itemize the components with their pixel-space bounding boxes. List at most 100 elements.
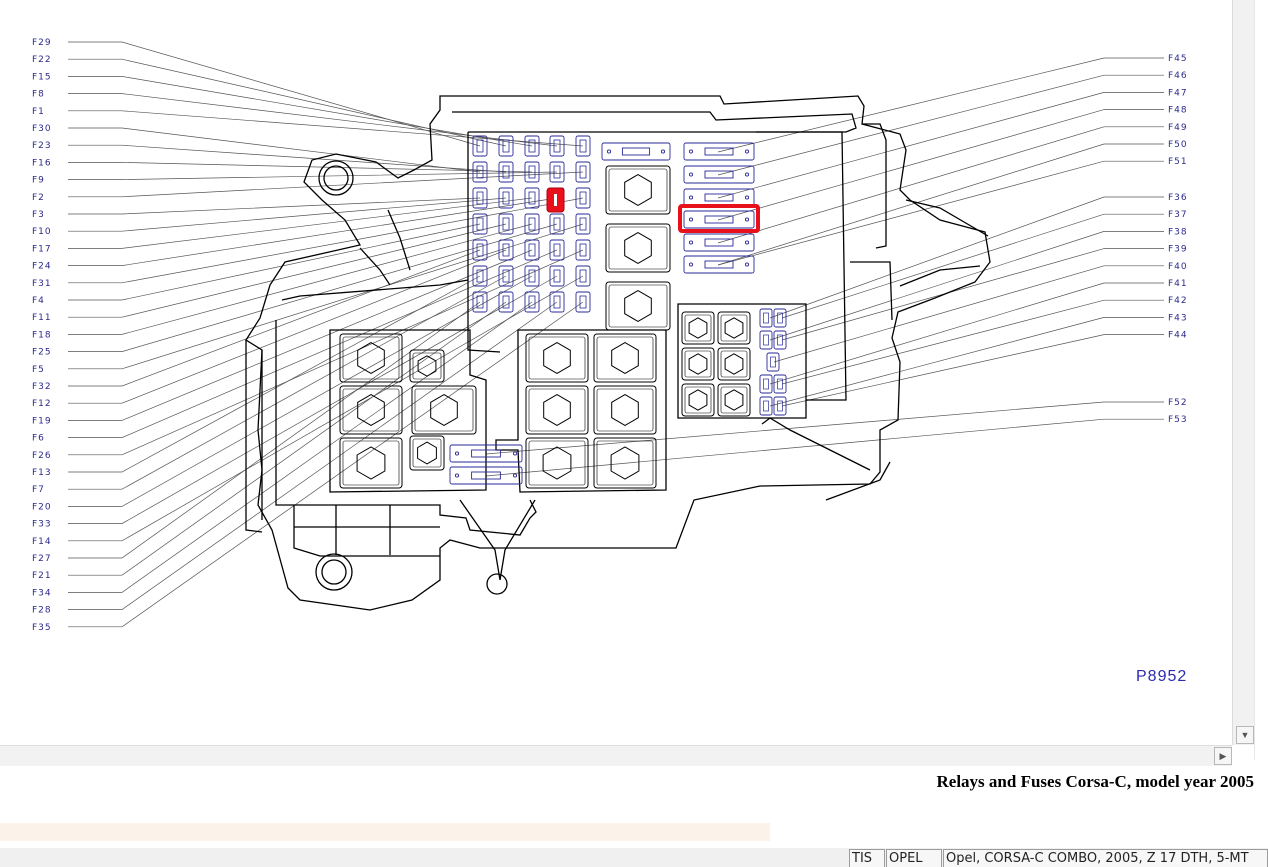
leader-line bbox=[485, 401, 1164, 455]
fuse-label: F6 bbox=[32, 434, 45, 444]
relay-inner bbox=[528, 440, 586, 486]
leader-line bbox=[781, 334, 1164, 407]
mini-fuse-blade bbox=[579, 165, 587, 179]
maxi-fuse bbox=[683, 255, 755, 274]
vertical-scrollbar[interactable]: ▼ bbox=[1232, 0, 1255, 745]
fuse-label: F29 bbox=[32, 38, 52, 48]
fuse-label: F11 bbox=[32, 313, 52, 323]
highlighted-maxi-fuse[interactable] bbox=[678, 204, 760, 233]
relay bbox=[593, 437, 657, 489]
relay bbox=[525, 437, 589, 489]
fuse-label: F22 bbox=[32, 55, 52, 65]
leader-line bbox=[68, 249, 481, 387]
maxi-fuse-blade bbox=[621, 147, 651, 156]
fuse-label: F45 bbox=[1168, 54, 1188, 64]
right-panel-edge bbox=[1254, 0, 1268, 760]
maxi-fuse-pin bbox=[744, 149, 750, 154]
fuse-label: F34 bbox=[32, 588, 52, 598]
relay bbox=[339, 333, 403, 383]
fuse-label: F25 bbox=[32, 348, 52, 358]
leader-line bbox=[68, 249, 533, 421]
fuse-label: F49 bbox=[1168, 123, 1188, 133]
mini-fuse-blade bbox=[553, 217, 561, 231]
leader-line bbox=[68, 76, 533, 147]
leader-line bbox=[68, 275, 533, 507]
mini-fuse bbox=[472, 135, 488, 157]
relay-hex bbox=[724, 389, 744, 411]
leader-line bbox=[68, 197, 481, 215]
relay-hex bbox=[724, 353, 744, 375]
maxi-fuse-blade bbox=[704, 238, 734, 247]
leader-line bbox=[68, 275, 507, 490]
leader-line bbox=[717, 57, 1164, 153]
mini-fuse bbox=[472, 239, 488, 261]
mini-fuse-blade bbox=[502, 217, 510, 231]
status-cell-system: TIS bbox=[849, 849, 885, 867]
fuse-label: F52 bbox=[1168, 398, 1188, 408]
maxi-fuse-pin bbox=[688, 149, 694, 154]
fuse-label: F39 bbox=[1168, 245, 1188, 255]
relay-hex bbox=[543, 342, 571, 374]
relay-hex bbox=[356, 446, 386, 480]
mini-fuse-blade bbox=[502, 295, 510, 309]
leader-line bbox=[68, 223, 481, 301]
leader-line bbox=[717, 92, 1164, 199]
mini-fuse-blade bbox=[579, 139, 587, 153]
status-cell-vehicle: Opel, CORSA-C COMBO, 2005, Z 17 DTH, 5-M… bbox=[943, 849, 1268, 867]
maxi-fuse-array bbox=[449, 142, 755, 485]
leader-line bbox=[68, 197, 558, 266]
leader-line bbox=[781, 248, 1164, 341]
scroll-right-icon[interactable]: ▶ bbox=[1214, 747, 1232, 765]
mini-fuse bbox=[524, 239, 540, 261]
maxi-fuse-pin bbox=[454, 473, 460, 478]
mini-fuse bbox=[472, 161, 488, 183]
mini-fuse-blade bbox=[502, 165, 510, 179]
relay-array bbox=[339, 165, 751, 489]
relay bbox=[605, 223, 671, 273]
maxi-fuse-pin bbox=[688, 262, 694, 267]
leader-line bbox=[68, 249, 507, 404]
leader-line bbox=[68, 144, 507, 173]
leader-line bbox=[769, 317, 1164, 407]
mini-fuse-blade bbox=[528, 269, 536, 283]
fuse-label: F3 bbox=[32, 210, 45, 220]
maxi-fuse-blade bbox=[471, 449, 501, 458]
relay bbox=[525, 333, 589, 383]
leader-line bbox=[68, 275, 558, 524]
fuse-label: F53 bbox=[1168, 415, 1188, 425]
leader-line bbox=[769, 196, 1164, 319]
leader-line bbox=[717, 109, 1164, 221]
mini-fuse-blade bbox=[579, 217, 587, 231]
mini-fuse bbox=[575, 265, 591, 287]
fuse-label: F4 bbox=[32, 296, 45, 306]
fuse-label: F37 bbox=[1168, 210, 1188, 220]
maxi-fuse-pin bbox=[744, 195, 750, 200]
fuse-label: F48 bbox=[1168, 106, 1188, 116]
mini-fuse bbox=[524, 161, 540, 183]
leader-line bbox=[769, 282, 1164, 385]
mini-fuse bbox=[549, 239, 565, 261]
fuse-label: F9 bbox=[32, 176, 45, 186]
relay-inner bbox=[412, 352, 442, 380]
maxi-fuse-pin bbox=[744, 240, 750, 245]
scroll-down-icon[interactable]: ▼ bbox=[1236, 726, 1254, 744]
fuse-label: F10 bbox=[32, 227, 52, 237]
horizontal-scrollbar[interactable]: ▶ bbox=[0, 745, 1232, 766]
fuse-label: F51 bbox=[1168, 157, 1188, 167]
relay-hex bbox=[610, 446, 640, 480]
leader-line bbox=[485, 418, 1164, 477]
relay-hex bbox=[624, 232, 652, 264]
mini-fuse bbox=[575, 161, 591, 183]
mini-fuse-blade bbox=[502, 139, 510, 153]
leader-line bbox=[769, 231, 1164, 341]
mini-fuse-blade bbox=[528, 165, 536, 179]
leader-line bbox=[68, 223, 558, 352]
mini-fuse bbox=[498, 213, 514, 235]
relay-inner bbox=[608, 284, 668, 328]
mini-fuse-blade bbox=[579, 243, 587, 257]
relay-inner bbox=[720, 350, 748, 378]
relay bbox=[411, 385, 477, 435]
fuse-labels: F29F22F15F8F1F30F23F16F9F2F3F10F17F24F31… bbox=[32, 38, 1188, 633]
mini-fuse bbox=[524, 213, 540, 235]
